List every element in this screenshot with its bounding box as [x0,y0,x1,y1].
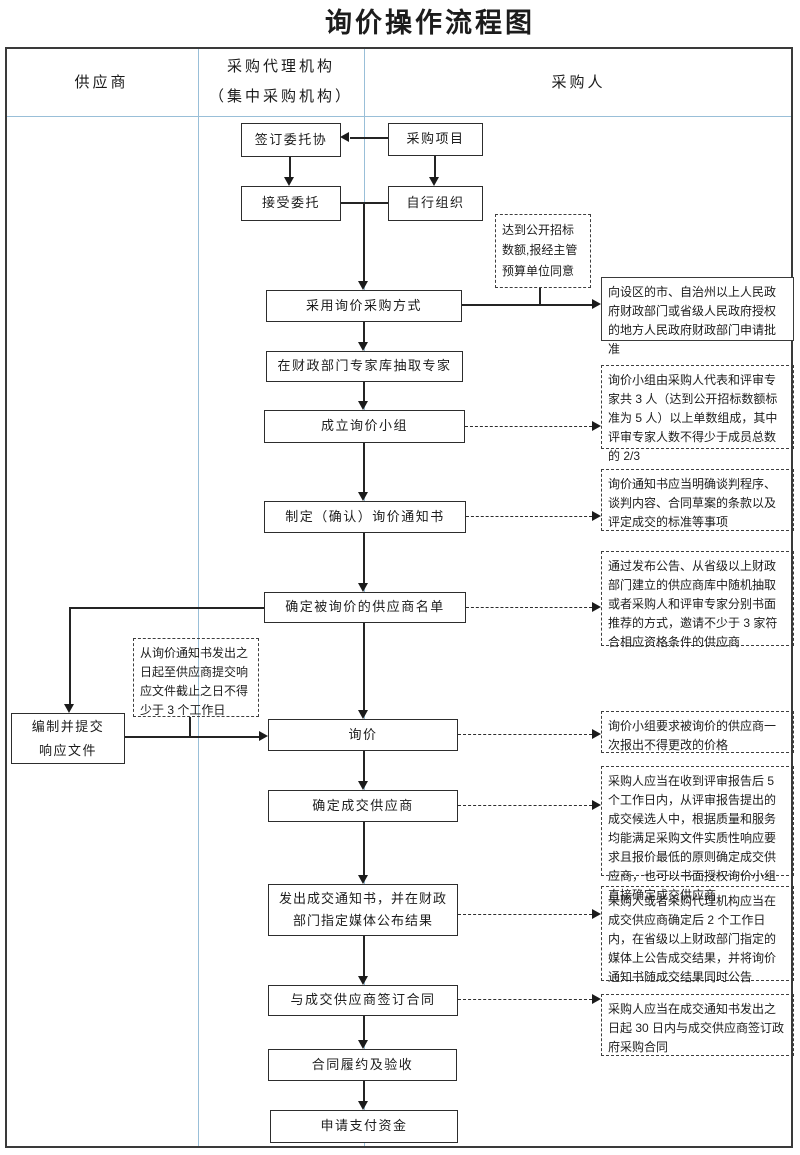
line-notice-to-list [363,533,365,584]
node-prepare-response-line1: 编制并提交 [31,719,105,735]
header-separator-line [7,116,791,117]
note-one-quote: 询价小组要求被询价的供应商一次报出不得更改的价格 [601,711,794,753]
node-extract-experts: 在财政部门专家库抽取专家 [266,351,463,382]
node-self-organize: 自行组织 [388,186,483,221]
arrowhead-right-to-notice-content [592,511,601,521]
arrowhead-down-to-make-notice [358,492,368,501]
arrowhead-down-to-apply-payment [358,1101,368,1110]
arrowhead-down-to-extract-experts [358,342,368,351]
node-determine-winner: 确定成交供应商 [268,790,458,822]
node-prepare-response: 编制并提交 响应文件 [11,713,125,764]
swimlane-table-border [5,47,793,1148]
line-project-to-agreement [350,137,388,139]
note-apply-approval: 向设区的市、自治州以上人民政府财政部门或省级人民政府授权的地方人民政府财政部门申… [601,277,794,356]
note-response-deadline: 从询价通知书发出之日起至供应商提交响应文件截止之日不得少于 3 个工作日 [133,638,259,717]
arrowhead-left-to-sign-agreement [340,132,349,142]
dashed-line-contract-deadline [458,999,592,1000]
node-procurement-project: 采购项目 [388,123,483,156]
node-sign-contract: 与成交供应商签订合同 [268,985,458,1016]
arrowhead-right-to-one-quote [592,729,601,739]
line-winner-to-issue [363,822,365,876]
arrowhead-right-to-contract-deadline [592,994,601,1004]
line-contract-to-performance [363,1016,365,1041]
line-project-to-self-organize [434,156,436,177]
arrowhead-right-to-result-announcement [592,909,601,919]
note-supplier-invitation: 通过发布公告、从省级以上财政部门建立的供应商库中随机抽取或者采购人和评审专家分别… [601,551,794,649]
node-prepare-response-line2: 响应文件 [38,742,97,758]
line-adopt-to-extract [363,322,365,343]
line-extract-to-team [363,382,365,402]
arrowhead-down-to-self-organize [429,177,439,186]
note-team-composition: 询价小组由采购人代表和评审专家共 3 人（达到公开招标数额标准为 5 人）以上单… [601,365,794,463]
lane-divider-1 [198,49,199,1146]
arrowhead-down-to-inquiry [358,710,368,719]
line-down-to-adopt-inquiry [363,202,365,282]
arrowhead-down-to-prepare-response [64,704,74,713]
node-inquiry: 询价 [268,719,458,751]
page-title: 询价操作流程图 [325,8,535,38]
line-prepare-to-inquiry [125,736,260,738]
line-performance-to-payment [363,1081,365,1102]
arrowhead-down-to-determine-winner [358,781,368,790]
arrowhead-right-to-winner-determination [592,800,601,810]
lane-header-purchaser: 采购人 [551,74,606,91]
arrowhead-down-to-adopt-inquiry [358,281,368,290]
line-list-branch-left [70,607,264,609]
arrowhead-right-to-supplier-invitation [592,602,601,612]
dashed-line-one-quote [458,734,592,735]
note-result-announcement: 采购人或者采购代理机构应当在成交供应商确定后 2 个工作日内，在省级以上财政部门… [601,886,794,984]
note-over-threshold: 达到公开招标数额,报经主管预算单位同意 [495,214,591,288]
arrowhead-down-to-supplier-list [358,583,368,592]
arrowhead-right-to-team-composition [592,421,601,431]
node-determine-supplier-list: 确定被询价的供应商名单 [264,592,466,623]
line-inquiry-to-winner [363,751,365,782]
arrowhead-right-to-inquiry [259,731,268,741]
arrowhead-down-to-sign-contract [358,976,368,985]
line-adopt-inquiry-to-approval [462,304,592,306]
line-list-to-inquiry [363,623,365,711]
line-threshold-note-junction [539,288,541,305]
node-sign-agreement: 签订委托协 [241,123,341,157]
arrowhead-down-to-issue-notice [358,875,368,884]
note-winner-determination: 采购人应当在收到评审报告后 5 个工作日内，从评审报告提出的成交候选人中，根据质… [601,766,794,902]
lane-header-agency: 采购代理机构 （集中采购机构） [198,47,364,116]
dashed-line-notice-content [466,516,592,517]
node-adopt-inquiry: 采用询价采购方式 [266,290,462,322]
dashed-line-supplier-invitation [466,607,592,608]
arrowhead-down-to-accept-entrust [284,177,294,186]
line-team-to-notice [363,443,365,493]
lane-header-agency-line2: （集中采购机构） [208,87,353,105]
line-branch-down-to-prepare [69,607,71,705]
line-agreement-to-accept [289,157,291,177]
node-accept-entrust: 接受委托 [241,186,341,221]
dashed-line-team-composition [465,426,592,427]
line-deadline-note-junction [189,717,191,737]
line-issue-to-contract [363,936,365,977]
note-notice-content: 询价通知书应当明确谈判程序、谈判内容、合同草案的条款以及评定成交的标准等事项 [601,469,794,531]
arrowhead-down-to-form-team [358,401,368,410]
arrowhead-right-to-apply-approval [592,299,601,309]
node-form-inquiry-team: 成立询价小组 [264,410,465,443]
node-issue-notice: 发出成交通知书，并在财政部门指定媒体公布结果 [268,884,458,936]
node-apply-payment: 申请支付资金 [270,1110,458,1143]
dashed-line-result-announcement [458,914,592,915]
note-contract-deadline: 采购人应当在成交通知书发出之日起 30 日内与成交供应商签订政府采购合同 [601,994,794,1056]
node-make-inquiry-notice: 制定（确认）询价通知书 [264,501,466,533]
lane-header-agency-line1: 采购代理机构 [226,58,335,76]
lane-header-supplier: 供应商 [74,74,129,91]
dashed-line-winner-determination [458,805,592,806]
node-contract-performance: 合同履约及验收 [268,1049,457,1081]
arrowhead-down-to-performance [358,1040,368,1049]
